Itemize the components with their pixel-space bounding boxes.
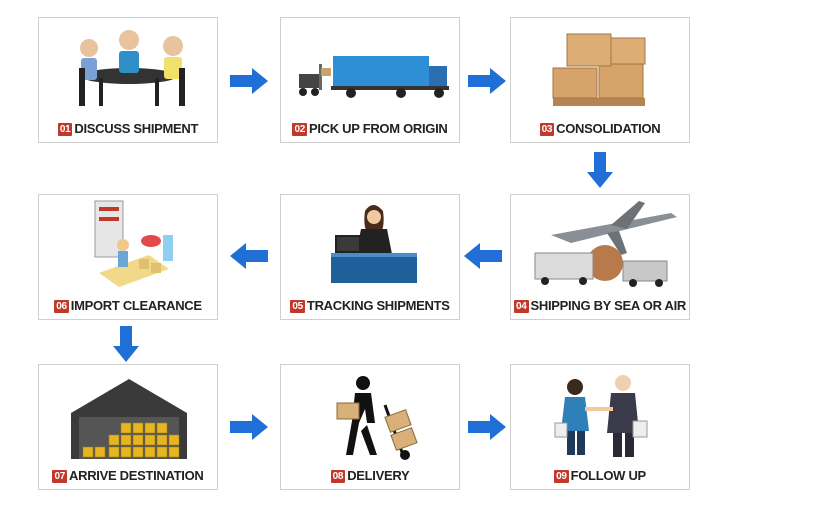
agent-computer-icon <box>281 195 459 295</box>
meeting-icon <box>39 18 217 118</box>
arrow-down-icon <box>585 150 615 190</box>
arrow-right-icon <box>466 412 508 442</box>
arrow-down-icon <box>111 324 141 364</box>
arrow-left-icon <box>228 241 270 271</box>
boxes-pallet-icon <box>511 18 689 118</box>
arrow-right-icon <box>466 66 508 96</box>
arrow-right-icon <box>228 66 270 96</box>
handshake-icon <box>511 365 689 465</box>
arrow-right-icon <box>228 412 270 442</box>
handtruck-delivery-icon <box>281 365 459 465</box>
warehouse-icon <box>39 365 217 465</box>
arrow-left-icon <box>462 241 504 271</box>
customs-clearance-icon <box>39 195 217 295</box>
truck-forklift-icon <box>281 18 459 118</box>
plane-globe-truck-icon <box>511 195 689 295</box>
